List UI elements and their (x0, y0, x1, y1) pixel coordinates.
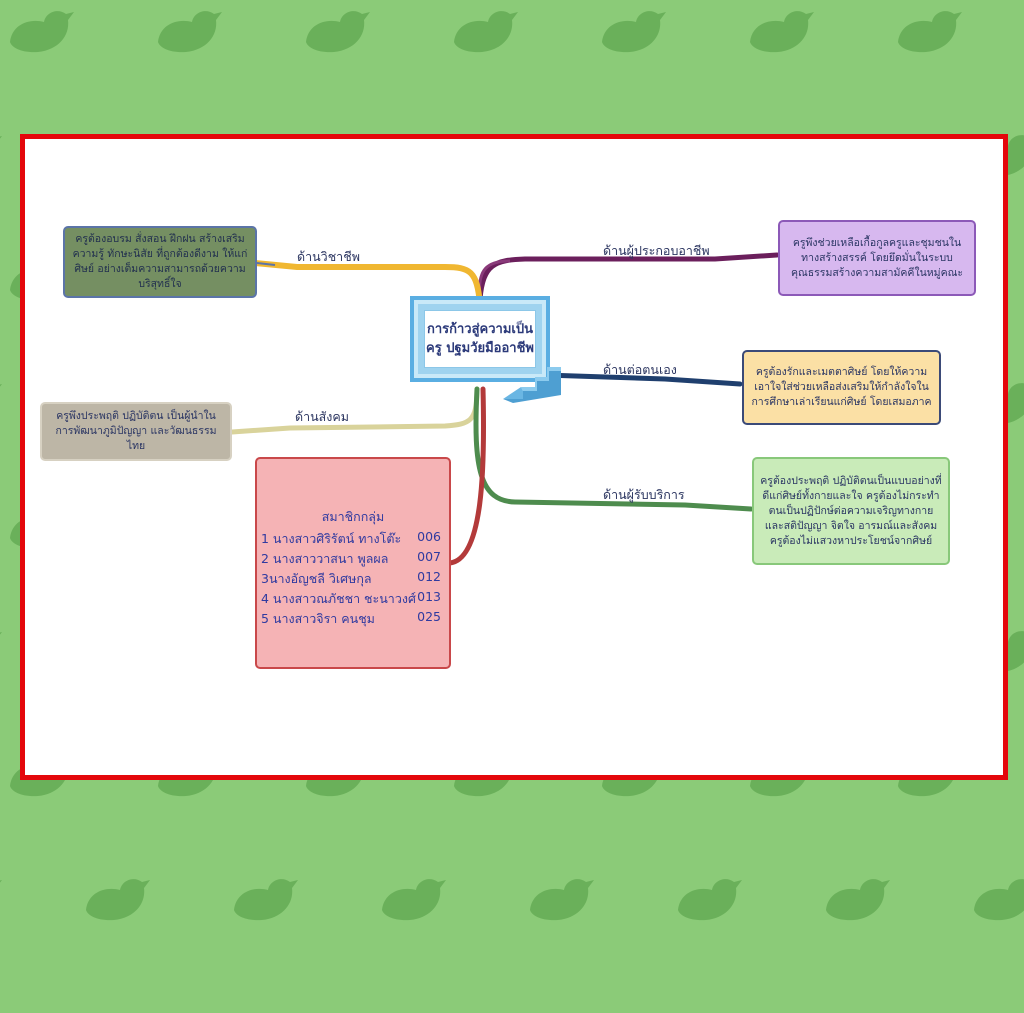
topic-service[interactable]: ครูต้องประพฤติ ปฏิบัติตนเป็นแบบอย่างที่ด… (752, 457, 950, 565)
stairs-icon (503, 367, 561, 403)
branch-label-self: ด้านต่อตนเอง (603, 362, 677, 377)
bird-pattern-icon (974, 879, 1024, 921)
bird-pattern-icon (454, 11, 518, 53)
bird-pattern-icon (158, 11, 222, 53)
branch-label-service: ด้านผู้รับบริการ (603, 487, 685, 502)
topic-career[interactable]: ครูต้องอบรม สั่งสอน ฝึกฝน สร้างเสริมความ… (63, 226, 257, 298)
bird-pattern-icon (898, 11, 962, 53)
mindmap-frame: การก้าวสู่ความเป็นครู ปฐมวัยมืออาชีพ ด้า… (20, 134, 1008, 780)
branch-label-career: ด้านวิชาชีพ (297, 249, 360, 264)
bird-pattern-icon (306, 11, 370, 53)
branch-label-operator: ด้านผู้ประกอบอาชีพ (603, 243, 710, 258)
member-code: 007 (417, 549, 441, 564)
branch-connectors (229, 252, 780, 566)
members-title: สมาชิกกลุ่ม (321, 509, 385, 524)
topic-self[interactable]: ครูต้องรักและเมตตาศิษย์ โดยให้ความเอาใจใ… (742, 350, 941, 425)
bird-pattern-icon (234, 879, 298, 921)
member-code: 025 (417, 609, 441, 624)
member-name: 3นางอัญชลี วิเศษกุล (261, 571, 372, 586)
bird-pattern-icon (0, 136, 2, 139)
bird-pattern-icon (750, 11, 814, 53)
member-name: 1 นางสาวศิริรัตน์ ทางโต๊ะ (261, 531, 402, 546)
central-topic-panel: การก้าวสู่ความเป็นครู ปฐมวัยมืออาชีพ (424, 310, 536, 368)
member-name: 5 นางสาวจิรา คนชุม (261, 611, 375, 626)
central-topic-title: การก้าวสู่ความเป็นครู ปฐมวัยมืออาชีพ (426, 322, 534, 356)
topic-operator[interactable]: ครูพึงช่วยเหลือเกื้อกูลครูและชุมชนในทางส… (778, 220, 976, 296)
bird-pattern-icon (0, 384, 2, 387)
branch-label-social: ด้านสังคม (295, 409, 350, 424)
member-name: 4 นางสาวณภัชชา ชะนาวงศ์ (261, 591, 416, 606)
member-code: 013 (417, 589, 441, 604)
members-box[interactable]: สมาชิกกลุ่ม 1 นางสาวศิริรัตน์ ทางโต๊ะ 00… (255, 457, 451, 669)
bird-pattern-icon (10, 11, 74, 53)
bird-pattern-icon (678, 879, 742, 921)
bird-pattern-icon (826, 879, 890, 921)
member-row: 4 นางสาวณภัชชา ชะนาวงศ์ 013 (261, 589, 443, 609)
member-code: 012 (417, 569, 441, 584)
member-row: 1 นางสาวศิริรัตน์ ทางโต๊ะ 006 (261, 529, 443, 549)
topic-social[interactable]: ครูพึงประพฤติ ปฏิบัติตน เป็นผู้นำในการพั… (40, 402, 232, 461)
central-topic[interactable]: การก้าวสู่ความเป็นครู ปฐมวัยมืออาชีพ (410, 296, 550, 382)
bird-pattern-icon (382, 879, 446, 921)
bird-pattern-icon (86, 879, 150, 921)
member-row: 5 นางสาวจิรา คนชุม 025 (261, 609, 443, 629)
member-name: 2 นางสาววาสนา พูลผล (261, 551, 389, 566)
bird-pattern-icon (0, 880, 2, 883)
bird-pattern-icon (602, 11, 666, 53)
bird-pattern-icon (0, 632, 2, 635)
member-row: 2 นางสาววาสนา พูลผล 007 (261, 549, 443, 569)
member-row: 3นางอัญชลี วิเศษกุล 012 (261, 569, 443, 589)
bird-pattern-icon (530, 879, 594, 921)
member-code: 006 (417, 529, 441, 544)
